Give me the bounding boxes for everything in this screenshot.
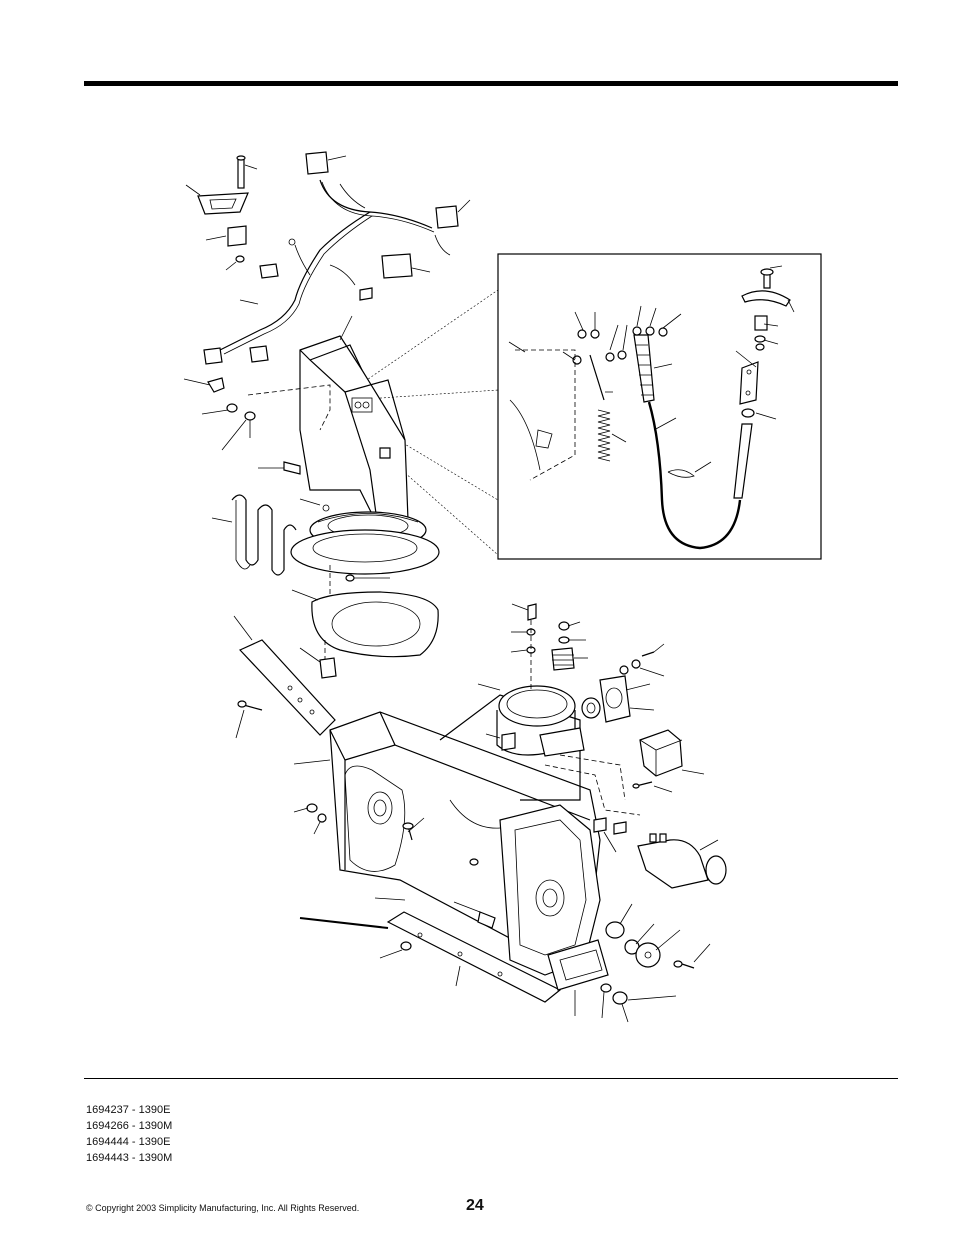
shave-plate — [233, 615, 336, 739]
housing-washers — [293, 803, 327, 835]
auger-housing — [293, 683, 601, 976]
model-number: 1694444 - 1390E — [86, 1136, 171, 1148]
model-number: 1694266 - 1390M — [86, 1120, 173, 1132]
deflector-parts — [183, 377, 331, 576]
copyright-notice: © Copyright 2003 Simplicity Manufacturin… — [86, 1203, 360, 1213]
footer-rule — [84, 1078, 898, 1079]
chute-control-inset — [344, 253, 822, 560]
skid-shoe — [547, 903, 711, 1023]
header-rule — [84, 81, 898, 86]
page-number: 24 — [466, 1197, 484, 1214]
model-number-list: 1694237 - 1390E 1694266 - 1390M 1694444 … — [86, 1102, 172, 1166]
chute-ring-gear — [290, 529, 440, 679]
chute-motor — [544, 729, 727, 889]
chute-rotation-assembly — [185, 151, 471, 365]
model-number: 1694443 - 1390M — [86, 1152, 173, 1164]
impeller-drive-parts — [510, 603, 665, 723]
model-number: 1694237 - 1390E — [86, 1104, 171, 1116]
discharge-chute — [299, 315, 427, 549]
